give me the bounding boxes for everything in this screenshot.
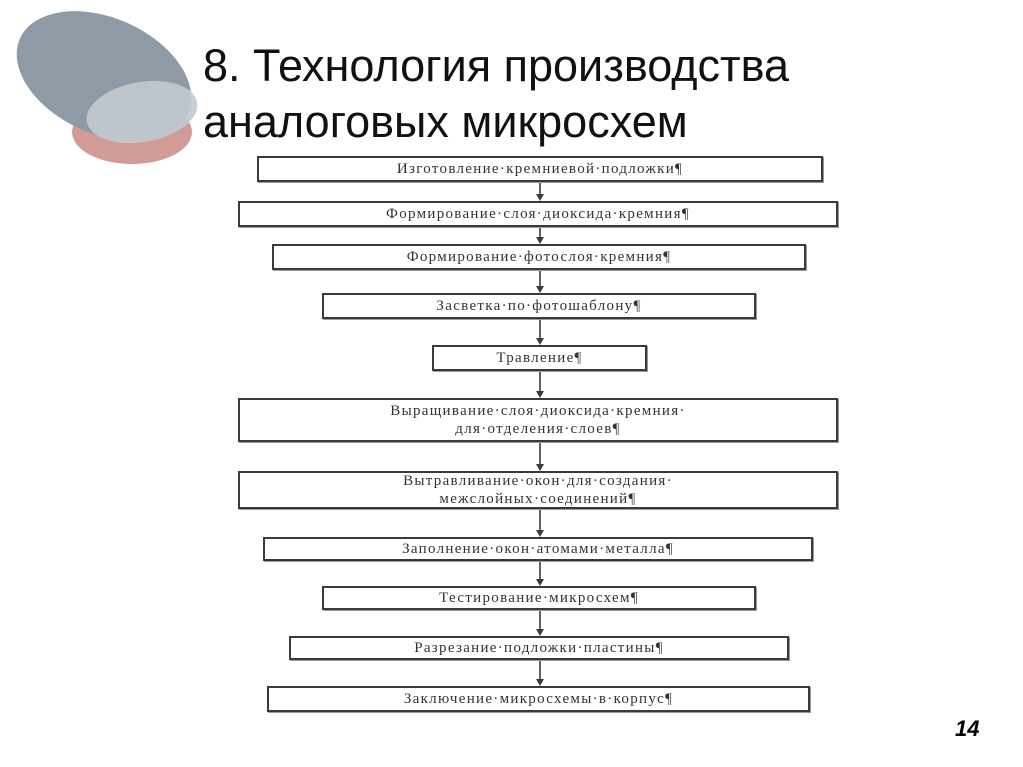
decorative-ellipses — [16, 11, 198, 164]
flow-arrow-head-4 — [536, 338, 544, 345]
ellipse-light-shape — [86, 80, 198, 144]
flow-step-6: Выращивание·слоя·диоксида·кремния· для·о… — [238, 398, 838, 442]
flow-step-7: Вытравливание·окон·для·создания· межслой… — [238, 471, 838, 509]
flow-step-10: Разрезание·подложки·пластины¶ — [289, 636, 789, 660]
flow-arrow-head-2 — [536, 237, 544, 244]
flow-step-8: Заполнение·окон·атомами·металла¶ — [263, 537, 813, 561]
flow-step-2: Формирование·слоя·диоксида·кремния¶ — [238, 201, 838, 227]
flow-step-1: Изготовление·кремниевой·подложки¶ — [257, 156, 823, 182]
flow-arrow-head-7 — [536, 530, 544, 537]
flow-step-3: Формирование·фотослоя·кремния¶ — [272, 244, 806, 270]
page-title: 8. Технология производства аналоговых ми… — [203, 38, 789, 150]
flow-arrow-head-8 — [536, 579, 544, 586]
flow-step-11: Заключение·микросхемы·в·корпус¶ — [267, 686, 810, 712]
flow-arrow-head-9 — [536, 629, 544, 636]
flow-step-9: Тестирование·микросхем¶ — [322, 586, 756, 610]
flow-step-5: Травление¶ — [432, 345, 647, 371]
title-line-1: 8. Технология производства — [203, 40, 790, 91]
flow-arrow-head-1 — [536, 194, 544, 201]
flow-arrow-head-6 — [536, 464, 544, 471]
page-number: 14 — [955, 716, 980, 741]
flow-step-4: Засветка·по·фотошаблону¶ — [322, 293, 756, 319]
flow-arrow-head-5 — [536, 391, 544, 398]
flow-arrow-head-3 — [536, 286, 544, 293]
title-line-2: аналоговых микросхем — [203, 96, 688, 147]
flow-arrow-head-10 — [536, 679, 544, 686]
